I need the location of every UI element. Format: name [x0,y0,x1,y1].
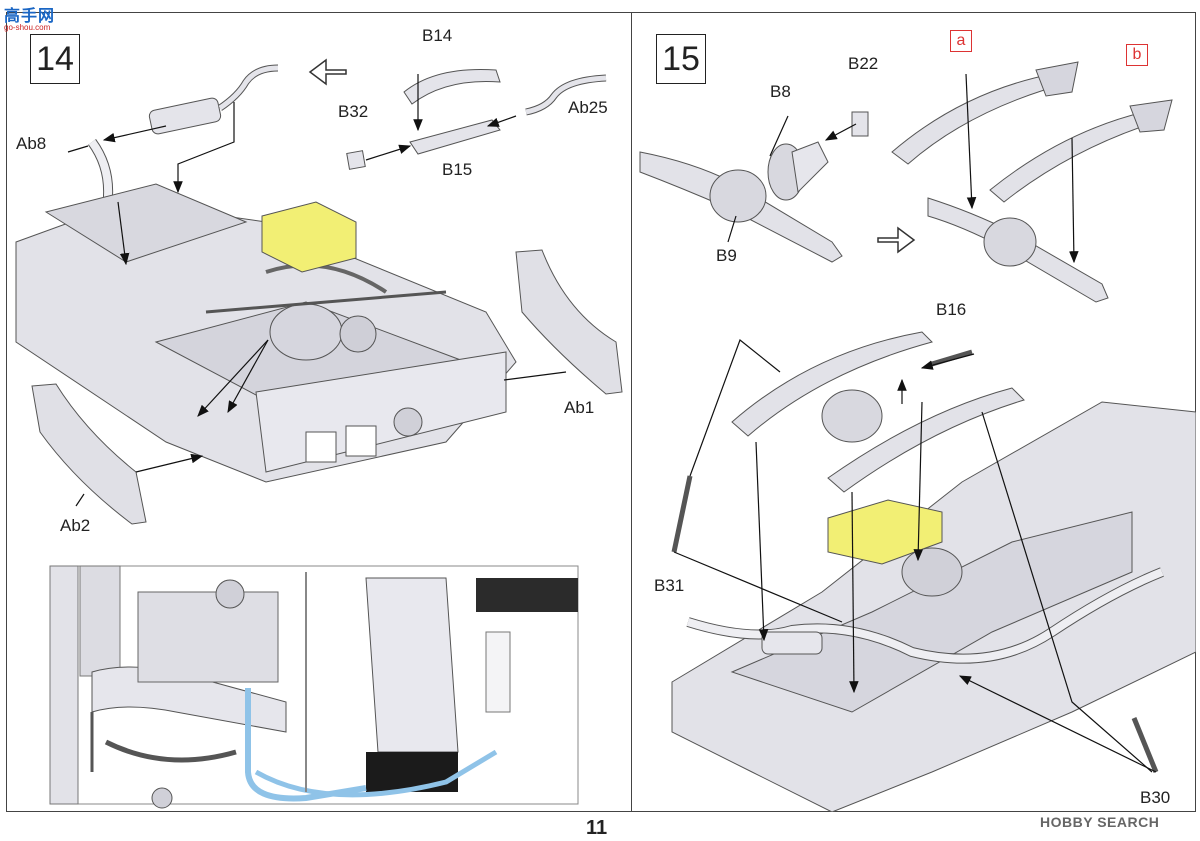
plate-part [409,119,501,155]
step-14-panel: 14 B14 B32 B15 Ab25 Ab8 Ab1 Ab2 [6,12,632,812]
label-B22: B22 [848,54,879,73]
chassis-frame-15 [671,401,1196,812]
watermark-logo: 高手网 go-shou.com [4,2,55,32]
assembled-axle [927,197,1109,303]
label-B9: B9 [716,246,737,265]
label-B16: B16 [936,300,967,319]
rear-leaf-springs [731,331,1025,493]
step-15-panel: 15 a b B22 B8 B9 B16 B31 B30 [632,12,1196,812]
watermark-hobby-search: HOBBY SEARCH [1040,814,1160,830]
label-Ab2: Ab2 [60,516,91,535]
inset-detail-view [49,565,579,809]
small-flange-part [851,111,869,137]
side-plate-left [31,383,147,525]
step-15-drawing [639,61,1196,812]
ref-box-a: a [950,30,972,52]
direction-arrow-icon-2 [877,226,916,254]
leaf-spring-a [891,61,1079,165]
leaf-spring-b [989,99,1173,203]
label-B32: B32 [338,102,369,121]
label-B30: B30 [1140,788,1171,807]
diff-cover-part [767,141,829,201]
muffler-part [148,64,279,135]
direction-arrow-icon [308,58,347,86]
label-Ab25: Ab25 [568,98,608,117]
page-number: 11 [586,817,608,839]
step-number-14: 14 [30,34,80,84]
label-Ab1: Ab1 [564,398,595,417]
label-B14: B14 [422,26,453,45]
watermark-line2: go-shou.com [4,23,51,32]
battery-box-highlight-15 [827,499,943,565]
heat-shield-part [403,69,501,105]
watermark-line1: 高手网 [4,8,56,25]
bracket-part [346,150,366,170]
battery-box-highlight [261,201,357,273]
link-part [931,349,973,367]
label-Ab8: Ab8 [16,134,47,153]
label-B8: B8 [770,82,791,101]
shock-absorber-left [671,475,693,553]
label-B15: B15 [442,160,473,179]
ref-box-b: b [1126,44,1148,66]
label-B31: B31 [654,576,685,595]
axle-housing-part [639,151,843,263]
shock-absorber-right [1131,717,1159,773]
step-number-15: 15 [656,34,706,84]
step-14-drawing [15,58,623,809]
side-plate-right [515,249,623,395]
